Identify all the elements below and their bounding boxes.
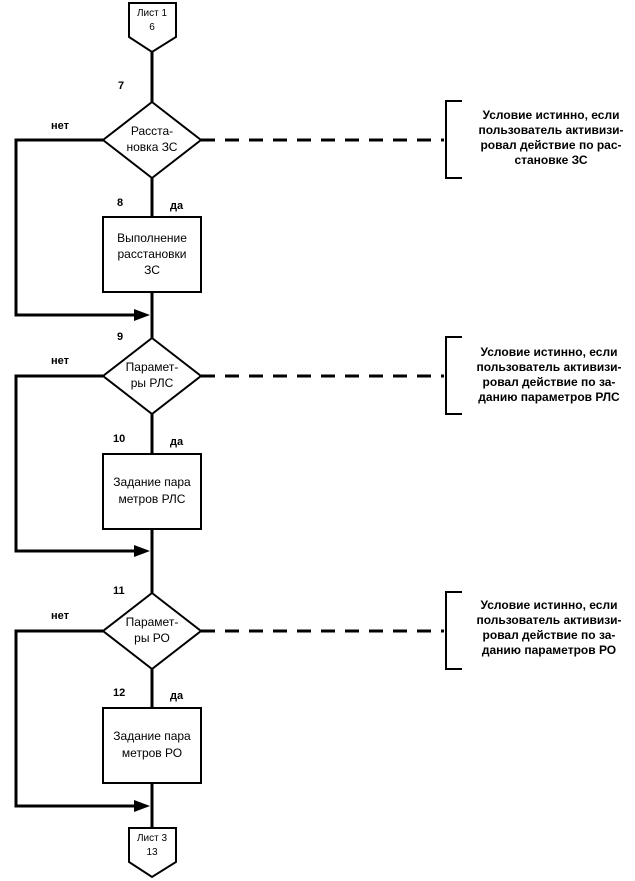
connector-bottom: Лист 3 13 (128, 827, 177, 879)
no-branch-line (14, 374, 140, 553)
process-ro-line1: Задание пара (113, 729, 191, 743)
connector-top-sheet: Лист 1 (137, 8, 168, 19)
no-branch-line (14, 629, 140, 808)
step-number-8: 8 (117, 197, 123, 209)
arrow-head (134, 800, 150, 812)
connector-top-ref: 6 (149, 22, 155, 33)
decision-radar-line1: Парамет- (126, 360, 179, 374)
connector-bottom-ref: 13 (146, 847, 158, 858)
decision-ro-line1: Парамет- (126, 615, 179, 629)
decision-radar-params: Парамет- ры РЛС (101, 336, 203, 416)
process-placement-line1: Выполнение (117, 231, 187, 245)
decision-radar-line2: ры РЛС (131, 376, 174, 390)
decision-placement: Расста- новка ЗС (101, 100, 203, 180)
comment-radar-params: Условие истинно, если пользователь актив… (445, 336, 622, 415)
decision-ro-params: Парамет- ры РО (101, 591, 203, 671)
comment-line: данию параметров РЛС (478, 390, 620, 404)
process-ro-params: Задание пара метров РО (102, 707, 202, 784)
yes-label: да (170, 436, 184, 448)
connector-bottom-sheet: Лист 3 (137, 833, 168, 844)
process-ro-line2: метров РО (122, 746, 182, 760)
arrow-head (134, 545, 150, 557)
connector-top: Лист 1 6 (128, 2, 177, 54)
no-label: нет (51, 120, 70, 132)
comment-line: данию параметров РО (482, 643, 616, 657)
step-number-12: 12 (113, 687, 125, 699)
comment-line: ровал действие по за- (483, 375, 616, 389)
process-placement-line3: ЗС (144, 263, 160, 277)
yes-label: да (170, 690, 184, 702)
step-number-9: 9 (117, 331, 123, 343)
decision-placement-line1: Расста- (131, 124, 173, 138)
decision-ro-line2: ры РО (134, 631, 170, 645)
yes-label: да (170, 200, 184, 212)
comment-line: ровал действие по за- (483, 628, 616, 642)
comment-line: пользователь активизи- (476, 613, 621, 627)
process-placement: Выполнение расстановки ЗС (102, 216, 202, 293)
comment-line: ровал действие по рас- (480, 138, 621, 152)
step-number-10: 10 (113, 433, 125, 445)
comment-line: Условие истинно, если (481, 345, 618, 359)
step-number-11: 11 (113, 585, 125, 597)
step-number-7: 7 (118, 80, 124, 92)
no-branch-line (14, 138, 140, 317)
process-radar-params: Задание пара метров РЛС (102, 453, 202, 530)
process-placement-line2: расстановки (117, 247, 186, 261)
no-label: нет (51, 355, 70, 367)
comment-line: становке ЗС (514, 153, 587, 167)
no-label: нет (51, 610, 70, 622)
decision-placement-line2: новка ЗС (127, 140, 178, 154)
comment-line: пользователь активизи- (478, 123, 623, 137)
comment-placement: Условие истинно, если пользователь актив… (445, 100, 624, 179)
comment-line: пользователь активизи- (476, 360, 621, 374)
comment-line: Условие истинно, если (481, 598, 618, 612)
process-radar-line1: Задание пара (113, 475, 191, 489)
comment-ro-params: Условие истинно, если пользователь актив… (445, 591, 622, 670)
arrow-head (134, 309, 150, 321)
comment-line: Условие истинно, если (483, 108, 620, 122)
process-radar-line2: метров РЛС (119, 492, 186, 506)
